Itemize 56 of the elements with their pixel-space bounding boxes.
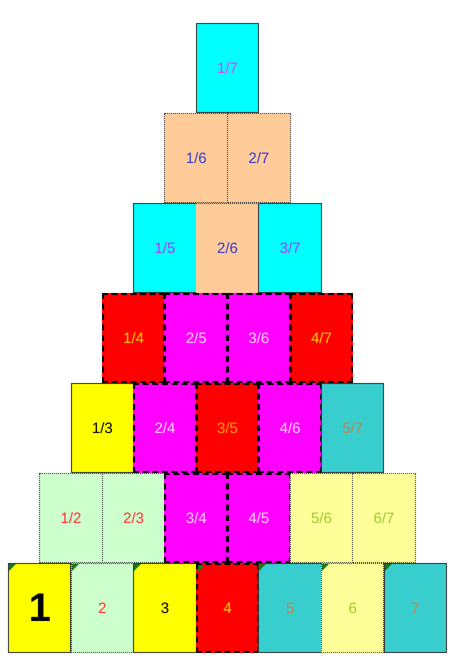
fraction-label: 4/7 [310, 330, 332, 346]
fraction-label: 1/7 [217, 60, 238, 76]
fraction-label: 7 [411, 600, 420, 616]
fraction-tile [352, 473, 416, 563]
fraction-label: 1/6 [186, 150, 207, 166]
fraction-label: 6/7 [374, 510, 394, 526]
fraction-label: 5 [286, 600, 294, 616]
fraction-tile [290, 293, 354, 383]
fraction-label: 4/6 [280, 420, 301, 436]
fraction-label: 2/3 [123, 510, 144, 526]
fraction-tile [196, 23, 260, 113]
fraction-tile [227, 113, 291, 203]
fraction-tile [164, 293, 228, 383]
fraction-label: 6 [348, 600, 357, 616]
fraction-label: 1/4 [123, 330, 144, 346]
fraction-tile [258, 203, 322, 293]
fraction-tile [196, 383, 260, 473]
fraction-tile [8, 563, 72, 653]
fraction-tile [196, 563, 260, 653]
fraction-label: 3/7 [280, 240, 301, 256]
fraction-tile [164, 473, 228, 563]
fraction-label: 3/6 [248, 330, 270, 346]
fraction-label: 2/7 [248, 150, 270, 166]
fraction-label: 3/5 [217, 420, 238, 436]
fraction-label: 2/5 [186, 330, 207, 346]
fraction-tile [258, 563, 322, 653]
fraction-tile [102, 473, 166, 563]
fraction-tile [133, 383, 197, 473]
fraction-label: 5/7 [342, 420, 364, 436]
fraction-tile [290, 473, 354, 563]
fraction-label: 1 [28, 588, 51, 628]
fraction-label: 5/6 [310, 510, 332, 526]
fraction-tile [70, 383, 134, 473]
fraction-label: 2/6 [217, 241, 238, 256]
fraction-label: 1/2 [60, 510, 82, 526]
fraction-tile [102, 293, 166, 383]
fraction-label: 4/5 [248, 510, 270, 526]
fraction-tile [133, 563, 197, 653]
fraction-tile [133, 203, 197, 293]
fraction-label: 3/4 [186, 510, 207, 526]
fraction-tile [227, 473, 291, 563]
fraction-label: 4 [223, 600, 232, 616]
fraction-tile [70, 563, 134, 653]
fraction-tile [227, 293, 291, 383]
fraction-tile [320, 383, 384, 473]
fraction-label: 2 [98, 600, 106, 616]
fraction-label: 1/5 [154, 240, 176, 256]
fraction-tile [320, 563, 384, 653]
fraction-label: 1/3 [92, 420, 113, 436]
fraction-tile [39, 473, 103, 563]
fraction-label: 2/4 [154, 420, 176, 436]
fraction-tile [384, 563, 448, 653]
fraction-tile [196, 203, 260, 293]
fraction-tile [258, 383, 322, 473]
fraction-tile [164, 113, 228, 203]
fraction-label: 3 [160, 600, 170, 616]
